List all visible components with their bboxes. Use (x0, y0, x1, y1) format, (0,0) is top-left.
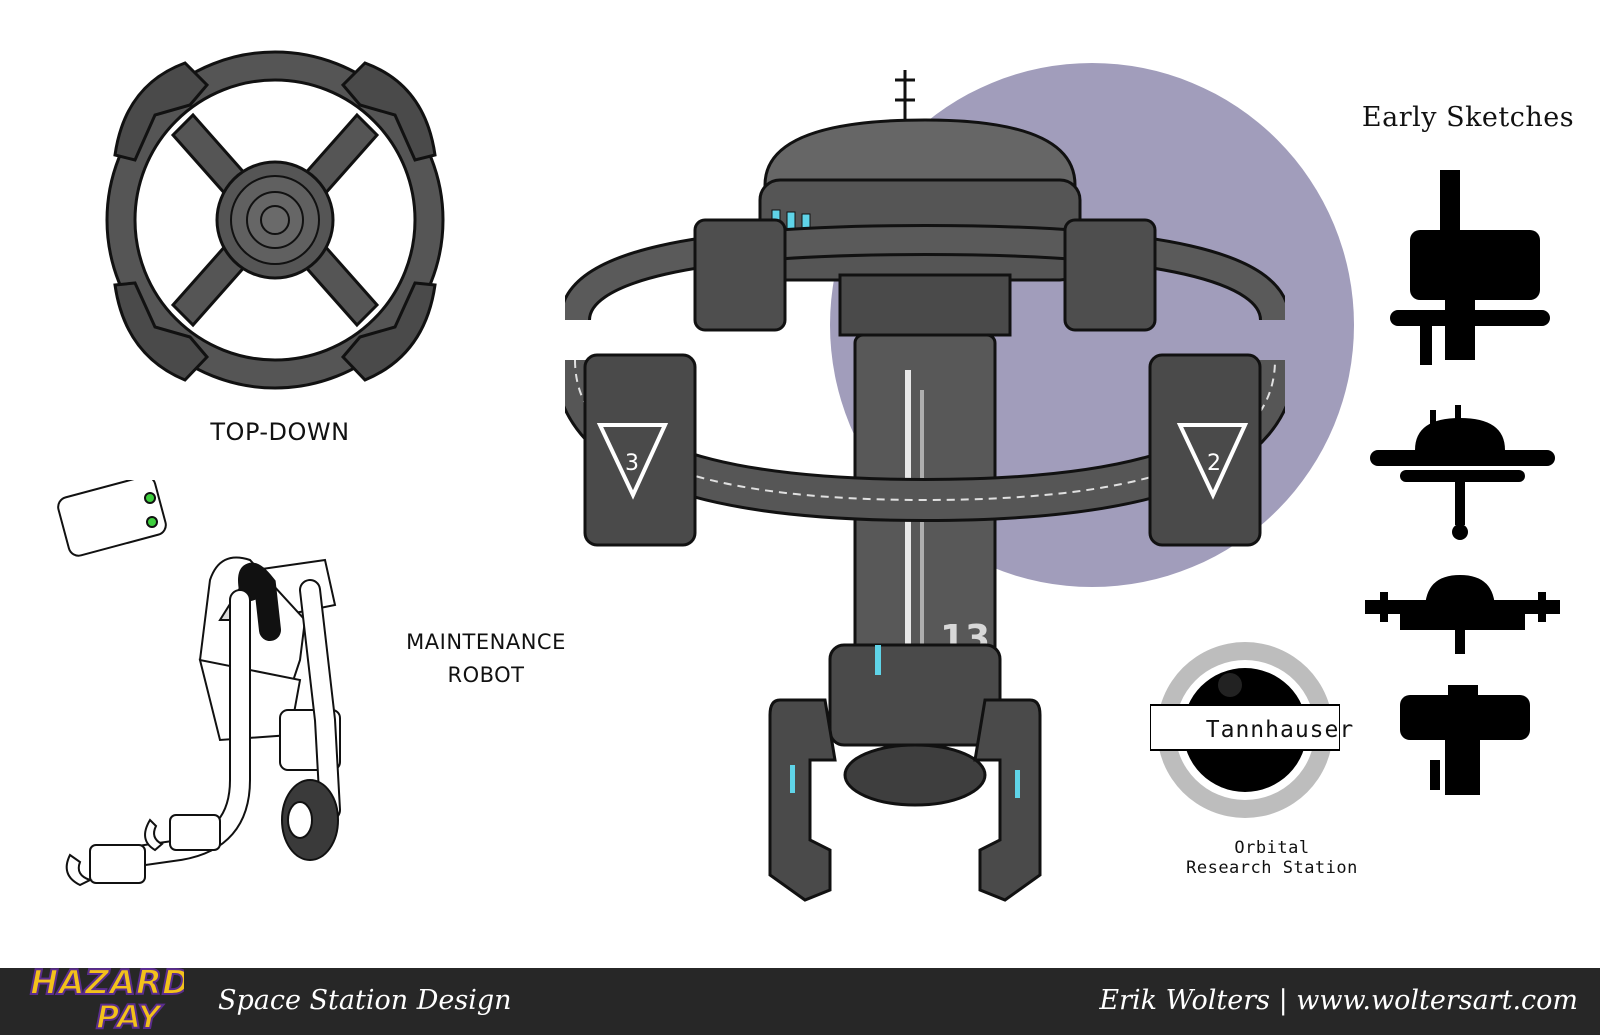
footer-credit: Erik Wolters | www.woltersart.com (1099, 985, 1578, 1016)
station-subtitle-line1: Orbital (1234, 838, 1310, 858)
sketch-4 (1400, 685, 1530, 795)
hazard-pay-logo: HAZARD PAY (29, 962, 184, 1034)
early-sketches-label: Early Sketches (1361, 102, 1575, 133)
top-down-view (105, 50, 445, 390)
footer-title: Space Station Design (218, 985, 512, 1016)
tannhauser-logo-emblem (1150, 642, 1340, 818)
sketch-2 (1370, 405, 1555, 540)
sketch-3 (1365, 575, 1560, 654)
maintenance-robot-drawing (57, 480, 341, 887)
top-down-label: TOP-DOWN (210, 418, 350, 446)
early-sketches-silhouettes (1365, 170, 1560, 795)
space-station-drawing: 13 3 2 (565, 70, 1285, 902)
robot-label-line2: ROBOT (447, 663, 525, 687)
module-left-number: 3 (625, 451, 639, 476)
brand-line2: PAY (96, 998, 164, 1034)
robot-label: MAINTENANCE ROBOT (380, 626, 592, 692)
footer-bar (0, 968, 1600, 1035)
robot-label-line1: MAINTENANCE (406, 630, 566, 654)
sketch-1 (1390, 170, 1550, 365)
station-subtitle-line2: Research Station (1186, 858, 1358, 878)
brand-line1: HAZARD (30, 963, 184, 1003)
station-name: Tannhauser (1205, 717, 1355, 743)
module-right-number: 2 (1207, 451, 1221, 476)
